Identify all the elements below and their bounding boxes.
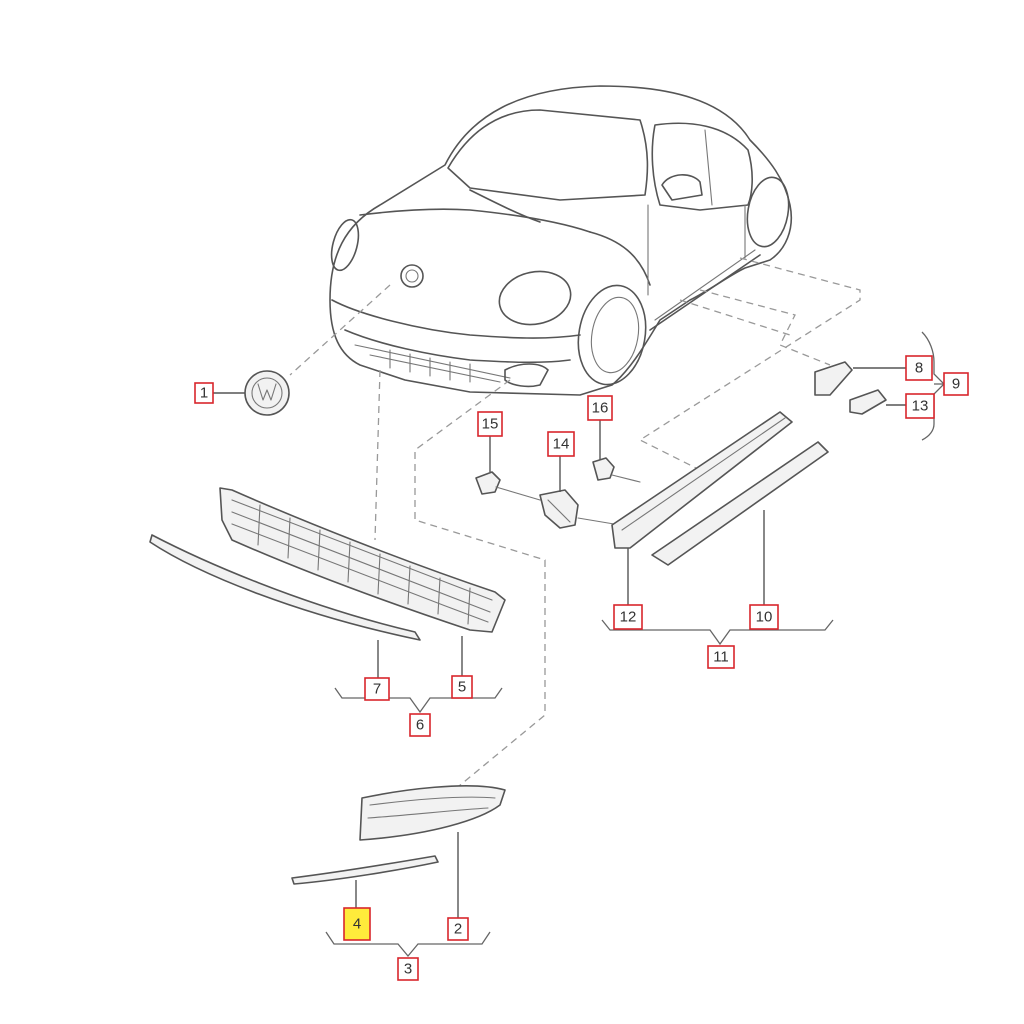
part-sill-strip <box>651 441 829 566</box>
callout-10: 10 <box>749 604 779 630</box>
part-emblem <box>244 370 290 416</box>
svg-text:3: 3 <box>404 961 412 978</box>
dashed-leaders <box>289 257 861 811</box>
svg-text:12: 12 <box>620 609 637 626</box>
part-fog-light-strip <box>291 855 439 885</box>
svg-text:15: 15 <box>482 416 499 433</box>
svg-text:4: 4 <box>353 916 361 933</box>
callout-7: 7 <box>364 677 390 701</box>
callout-16: 16 <box>587 395 613 421</box>
callout-14: 14 <box>547 431 575 457</box>
svg-text:8: 8 <box>915 360 923 377</box>
callout-4-highlighted: 4 <box>343 907 371 941</box>
callout-12: 12 <box>613 604 643 630</box>
part-clip-16 <box>592 457 615 481</box>
part-sill-trim <box>611 411 793 549</box>
svg-text:16: 16 <box>592 400 609 417</box>
svg-text:7: 7 <box>373 681 381 698</box>
callout-2: 2 <box>447 917 469 941</box>
svg-text:2: 2 <box>454 921 462 938</box>
callout-3: 3 <box>397 957 419 981</box>
callout-13: 13 <box>905 393 935 419</box>
svg-text:14: 14 <box>553 436 570 453</box>
leader-lines <box>213 367 906 918</box>
part-bracket <box>539 489 579 529</box>
callout-1: 1 <box>194 382 214 404</box>
part-grille-trim-strip <box>149 534 421 641</box>
part-side-marker <box>814 361 853 396</box>
callout-6: 6 <box>409 713 431 737</box>
svg-text:10: 10 <box>756 609 773 626</box>
svg-text:11: 11 <box>713 649 729 666</box>
car-illustration <box>329 85 793 396</box>
callout-11: 11 <box>707 645 735 669</box>
svg-text:5: 5 <box>458 679 466 696</box>
callout-15: 15 <box>477 411 503 437</box>
part-fog-light-trim <box>359 785 506 841</box>
part-clip-15 <box>475 471 501 495</box>
callout-8: 8 <box>905 355 933 381</box>
callout-9: 9 <box>943 372 969 396</box>
svg-text:6: 6 <box>416 717 424 734</box>
part-lower-grille <box>219 487 506 633</box>
part-side-marker-cover <box>849 389 887 415</box>
svg-text:13: 13 <box>912 398 929 415</box>
svg-text:1: 1 <box>200 385 208 402</box>
callout-5: 5 <box>451 675 473 699</box>
svg-text:9: 9 <box>952 376 960 393</box>
